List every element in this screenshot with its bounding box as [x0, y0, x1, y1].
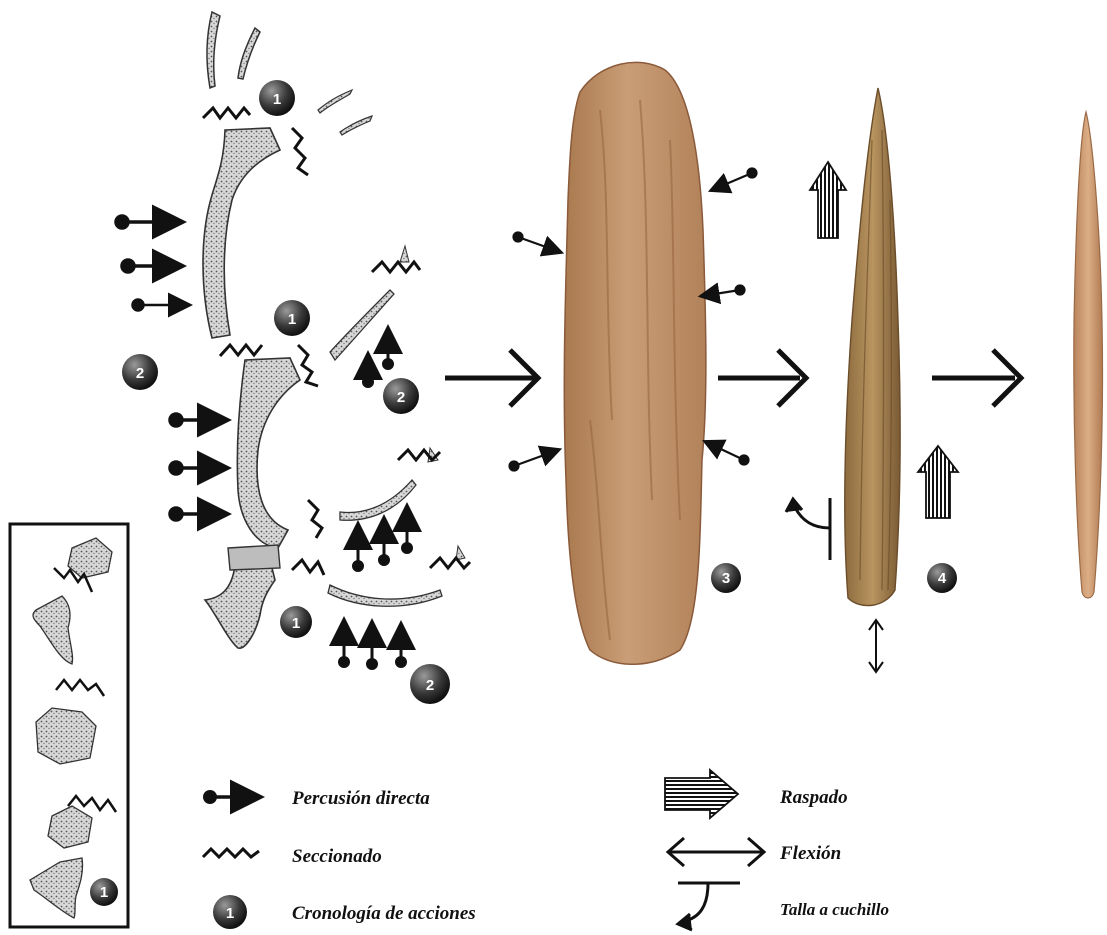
step-number: 1	[273, 91, 281, 108]
legend-cronologia-label: Cronología de acciones	[292, 903, 476, 924]
antler-drawing	[203, 12, 465, 648]
raspado-arrow-top	[810, 162, 846, 238]
legend-talla-symbol	[678, 883, 740, 930]
legend-flexion-label: Flexión	[779, 843, 841, 864]
step-badge-1c: 1	[280, 606, 312, 638]
step-badge-1a: 1	[259, 80, 295, 116]
legend-flexion-symbol	[668, 838, 764, 866]
step-number: 2	[136, 365, 144, 382]
legend: Percusión directa Seccionado 1 Cronologí…	[203, 770, 889, 930]
step-number: 1	[100, 884, 108, 901]
step-number: 1	[226, 905, 234, 922]
step-number: 1	[288, 311, 296, 328]
step-badge-4: 4	[927, 563, 957, 593]
legend-percusion-symbol	[203, 790, 258, 804]
step-badge-2a: 2	[122, 354, 158, 390]
legend-seccionado-symbol	[203, 849, 259, 857]
step-number: 4	[938, 570, 947, 587]
bone-blank-photo	[564, 62, 706, 664]
legend-raspado-label: Raspado	[779, 787, 848, 808]
legend-raspado-symbol	[665, 770, 738, 818]
step-number: 1	[292, 615, 300, 632]
step-badge-1b: 1	[274, 300, 310, 336]
step-number: 2	[426, 677, 434, 694]
step-badge-2b: 2	[383, 378, 419, 414]
legend-percusion-label: Percusión directa	[291, 788, 430, 809]
legend-seccionado-label: Seccionado	[292, 846, 382, 867]
final-tool-photo	[1074, 112, 1103, 598]
legend-talla-label: Talla a cuchillo	[780, 900, 889, 919]
legend-cronologia-symbol: 1	[213, 895, 247, 929]
flexion-symbol	[869, 620, 883, 672]
process-arrows	[445, 350, 1021, 406]
inset-box: 1	[10, 524, 128, 927]
raspado-arrow-bottom	[918, 446, 958, 518]
step-badge-2c: 2	[410, 664, 450, 704]
talla-symbol	[786, 498, 830, 560]
step-badge-3: 3	[711, 563, 741, 593]
step-number: 2	[397, 389, 405, 406]
step-number: 3	[722, 570, 730, 587]
